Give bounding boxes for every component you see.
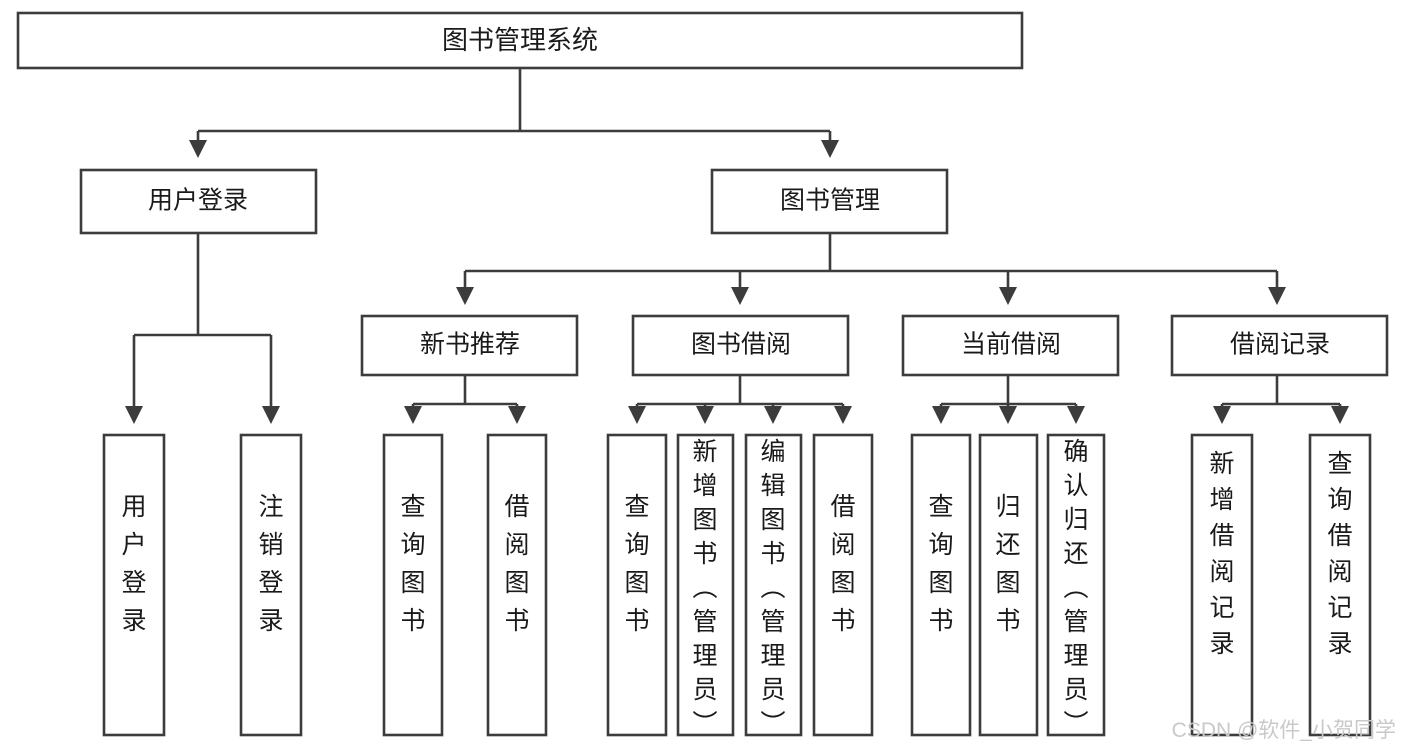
node-user-login-label: 用户登录 — [148, 187, 248, 215]
node-book-borrow[interactable]: 图书借阅 — [631, 314, 850, 377]
leaf-return-book-box[interactable] — [978, 433, 1039, 737]
leaf-add-book-admin[interactable]: 新增图书︵管理员︶ — [676, 433, 735, 738]
leaf-query-book-2-label: 查询图书 — [624, 493, 649, 635]
node-book-borrow-box[interactable] — [631, 314, 850, 377]
leaf-query-borrow-record[interactable]: 查询借阅记录 — [1308, 433, 1372, 737]
leaf-query-borrow-record-label: 查询借阅记录 — [1327, 450, 1352, 658]
node-root-label: 图书管理系统 — [442, 25, 598, 55]
node-borrow-record-label: 借阅记录 — [1230, 331, 1330, 359]
node-current-borrow-label: 当前借阅 — [961, 331, 1061, 359]
leaf-edit-book-admin[interactable]: 编辑图书︵管理员︶ — [744, 433, 803, 738]
connector-layer — [124, 68, 1350, 425]
leaf-confirm-return-admin[interactable]: 确认归还︵管理员︶ — [1046, 433, 1106, 738]
leaf-edit-book-admin-label: 编辑图书︵管理员︶ — [760, 438, 785, 738]
leaf-add-book-admin-label: 新增图书︵管理员︶ — [692, 438, 717, 738]
leaf-borrow-book-2-box[interactable] — [812, 433, 874, 737]
node-root[interactable]: 图书管理系统 — [16, 11, 1024, 70]
leaf-query-borrow-record-box[interactable] — [1308, 433, 1372, 737]
leaf-edit-book-admin-box[interactable] — [744, 433, 803, 737]
leaf-logout-login-box[interactable] — [239, 433, 303, 737]
leaf-query-book-2[interactable]: 查询图书 — [606, 433, 668, 737]
leaf-query-book-3[interactable]: 查询图书 — [910, 433, 972, 737]
leaf-add-borrow-record-label: 新增借阅记录 — [1209, 450, 1234, 658]
leaf-user-login-label: 用户登录 — [121, 493, 146, 635]
leaf-query-book-3-label: 查询图书 — [928, 493, 953, 635]
node-new-book-recommend-box[interactable] — [360, 314, 579, 377]
leaf-borrow-book-2[interactable]: 借阅图书 — [812, 433, 874, 737]
node-current-borrow-box[interactable] — [901, 314, 1120, 377]
leaf-return-book[interactable]: 归还图书 — [978, 433, 1039, 737]
leaf-logout-login-label: 注销登录 — [258, 493, 283, 635]
leaf-user-login[interactable]: 用户登录 — [102, 433, 166, 737]
node-book-manage[interactable]: 图书管理 — [710, 168, 949, 235]
node-book-manage-label: 图书管理 — [780, 187, 880, 215]
leaf-user-login-box[interactable] — [102, 433, 166, 737]
leaf-borrow-book-2-label: 借阅图书 — [830, 493, 855, 635]
leaf-query-book-1-label: 查询图书 — [400, 493, 425, 635]
node-new-book-recommend[interactable]: 新书推荐 — [360, 314, 579, 377]
leaf-query-book-1-box[interactable] — [382, 433, 444, 737]
node-user-login-box[interactable] — [79, 168, 318, 235]
leaf-query-book-1[interactable]: 查询图书 — [382, 433, 444, 737]
leaf-confirm-return-admin-box[interactable] — [1046, 433, 1106, 737]
leaf-query-book-2-box[interactable] — [606, 433, 668, 737]
node-new-book-recommend-label: 新书推荐 — [420, 331, 520, 359]
leaf-borrow-book-1-label: 借阅图书 — [504, 493, 529, 635]
node-borrow-record[interactable]: 借阅记录 — [1170, 314, 1389, 377]
leaf-logout-login[interactable]: 注销登录 — [239, 433, 303, 737]
leaf-add-borrow-record[interactable]: 新增借阅记录 — [1190, 433, 1254, 737]
leaf-query-book-3-box[interactable] — [910, 433, 972, 737]
leaf-add-book-admin-box[interactable] — [676, 433, 735, 737]
node-borrow-record-box[interactable] — [1170, 314, 1389, 377]
leaf-add-borrow-record-box[interactable] — [1190, 433, 1254, 737]
node-user-login[interactable]: 用户登录 — [79, 168, 318, 235]
leaf-borrow-book-1[interactable]: 借阅图书 — [486, 433, 548, 737]
csdn-watermark: CSDN @软件_小贺同学 — [1172, 719, 1396, 742]
node-book-manage-box[interactable] — [710, 168, 949, 235]
leaf-return-book-label: 归还图书 — [995, 493, 1020, 635]
leaf-borrow-book-1-box[interactable] — [486, 433, 548, 737]
node-book-borrow-label: 图书借阅 — [691, 331, 791, 359]
node-root-box[interactable] — [16, 11, 1024, 70]
node-current-borrow[interactable]: 当前借阅 — [901, 314, 1120, 377]
leaf-confirm-return-admin-label: 确认归还︵管理员︶ — [1063, 438, 1088, 738]
